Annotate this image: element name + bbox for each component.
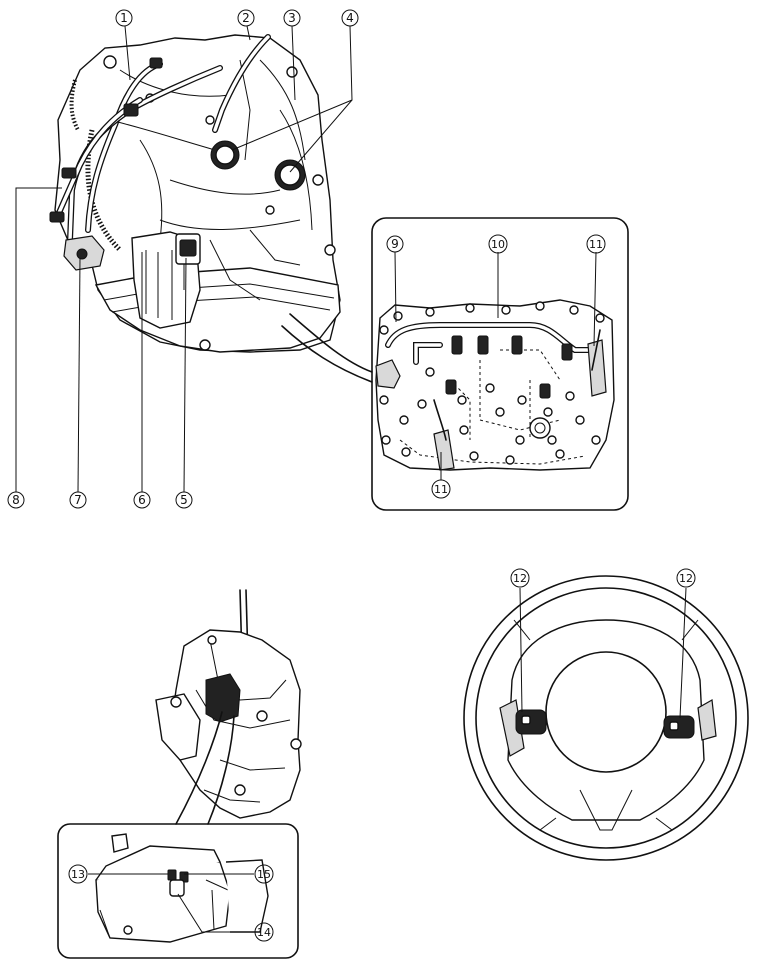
svg-text:4: 4	[346, 11, 354, 25]
shift-switch-inset	[57, 823, 299, 959]
svg-text:2: 2	[242, 11, 250, 25]
callout-2: 2	[237, 9, 255, 27]
svg-text:12: 12	[513, 572, 527, 585]
svg-text:10: 10	[491, 238, 505, 251]
valve-body-inset	[281, 217, 629, 511]
svg-text:9: 9	[391, 237, 399, 251]
callout-1: 1	[115, 9, 133, 27]
callout-6: 6	[133, 491, 151, 509]
svg-text:11: 11	[434, 483, 448, 496]
callout-12-right: 12	[676, 568, 696, 588]
callout-4: 4	[341, 9, 359, 27]
callout-13: 13	[68, 864, 88, 884]
svg-text:11: 11	[589, 238, 603, 251]
callout-15: 15	[254, 864, 274, 884]
shift-lever-illustration	[155, 589, 302, 825]
steering-wheel-illustration	[463, 575, 749, 861]
svg-text:6: 6	[138, 493, 146, 507]
callout-9: 9	[386, 235, 404, 253]
svg-text:14: 14	[257, 926, 271, 939]
svg-text:15: 15	[257, 868, 271, 881]
leader-lines	[15, 25, 687, 933]
svg-text:7: 7	[74, 493, 82, 507]
svg-text:12: 12	[679, 572, 693, 585]
svg-text:1: 1	[120, 11, 128, 25]
transaxle-illustration	[49, 34, 341, 353]
callout-10: 10	[488, 234, 508, 254]
callout-11-top: 11	[586, 234, 606, 254]
callout-7: 7	[69, 491, 87, 509]
callout-3: 3	[283, 9, 301, 27]
svg-text:13: 13	[71, 868, 85, 881]
callout-14: 14	[254, 922, 274, 942]
svg-text:5: 5	[180, 493, 188, 507]
callout-8: 8	[7, 491, 25, 509]
callout-12-left: 12	[510, 568, 530, 588]
callout-11-bottom: 11	[431, 479, 451, 499]
svg-text:8: 8	[12, 493, 20, 507]
callout-5: 5	[175, 491, 193, 509]
svg-text:3: 3	[288, 11, 296, 25]
